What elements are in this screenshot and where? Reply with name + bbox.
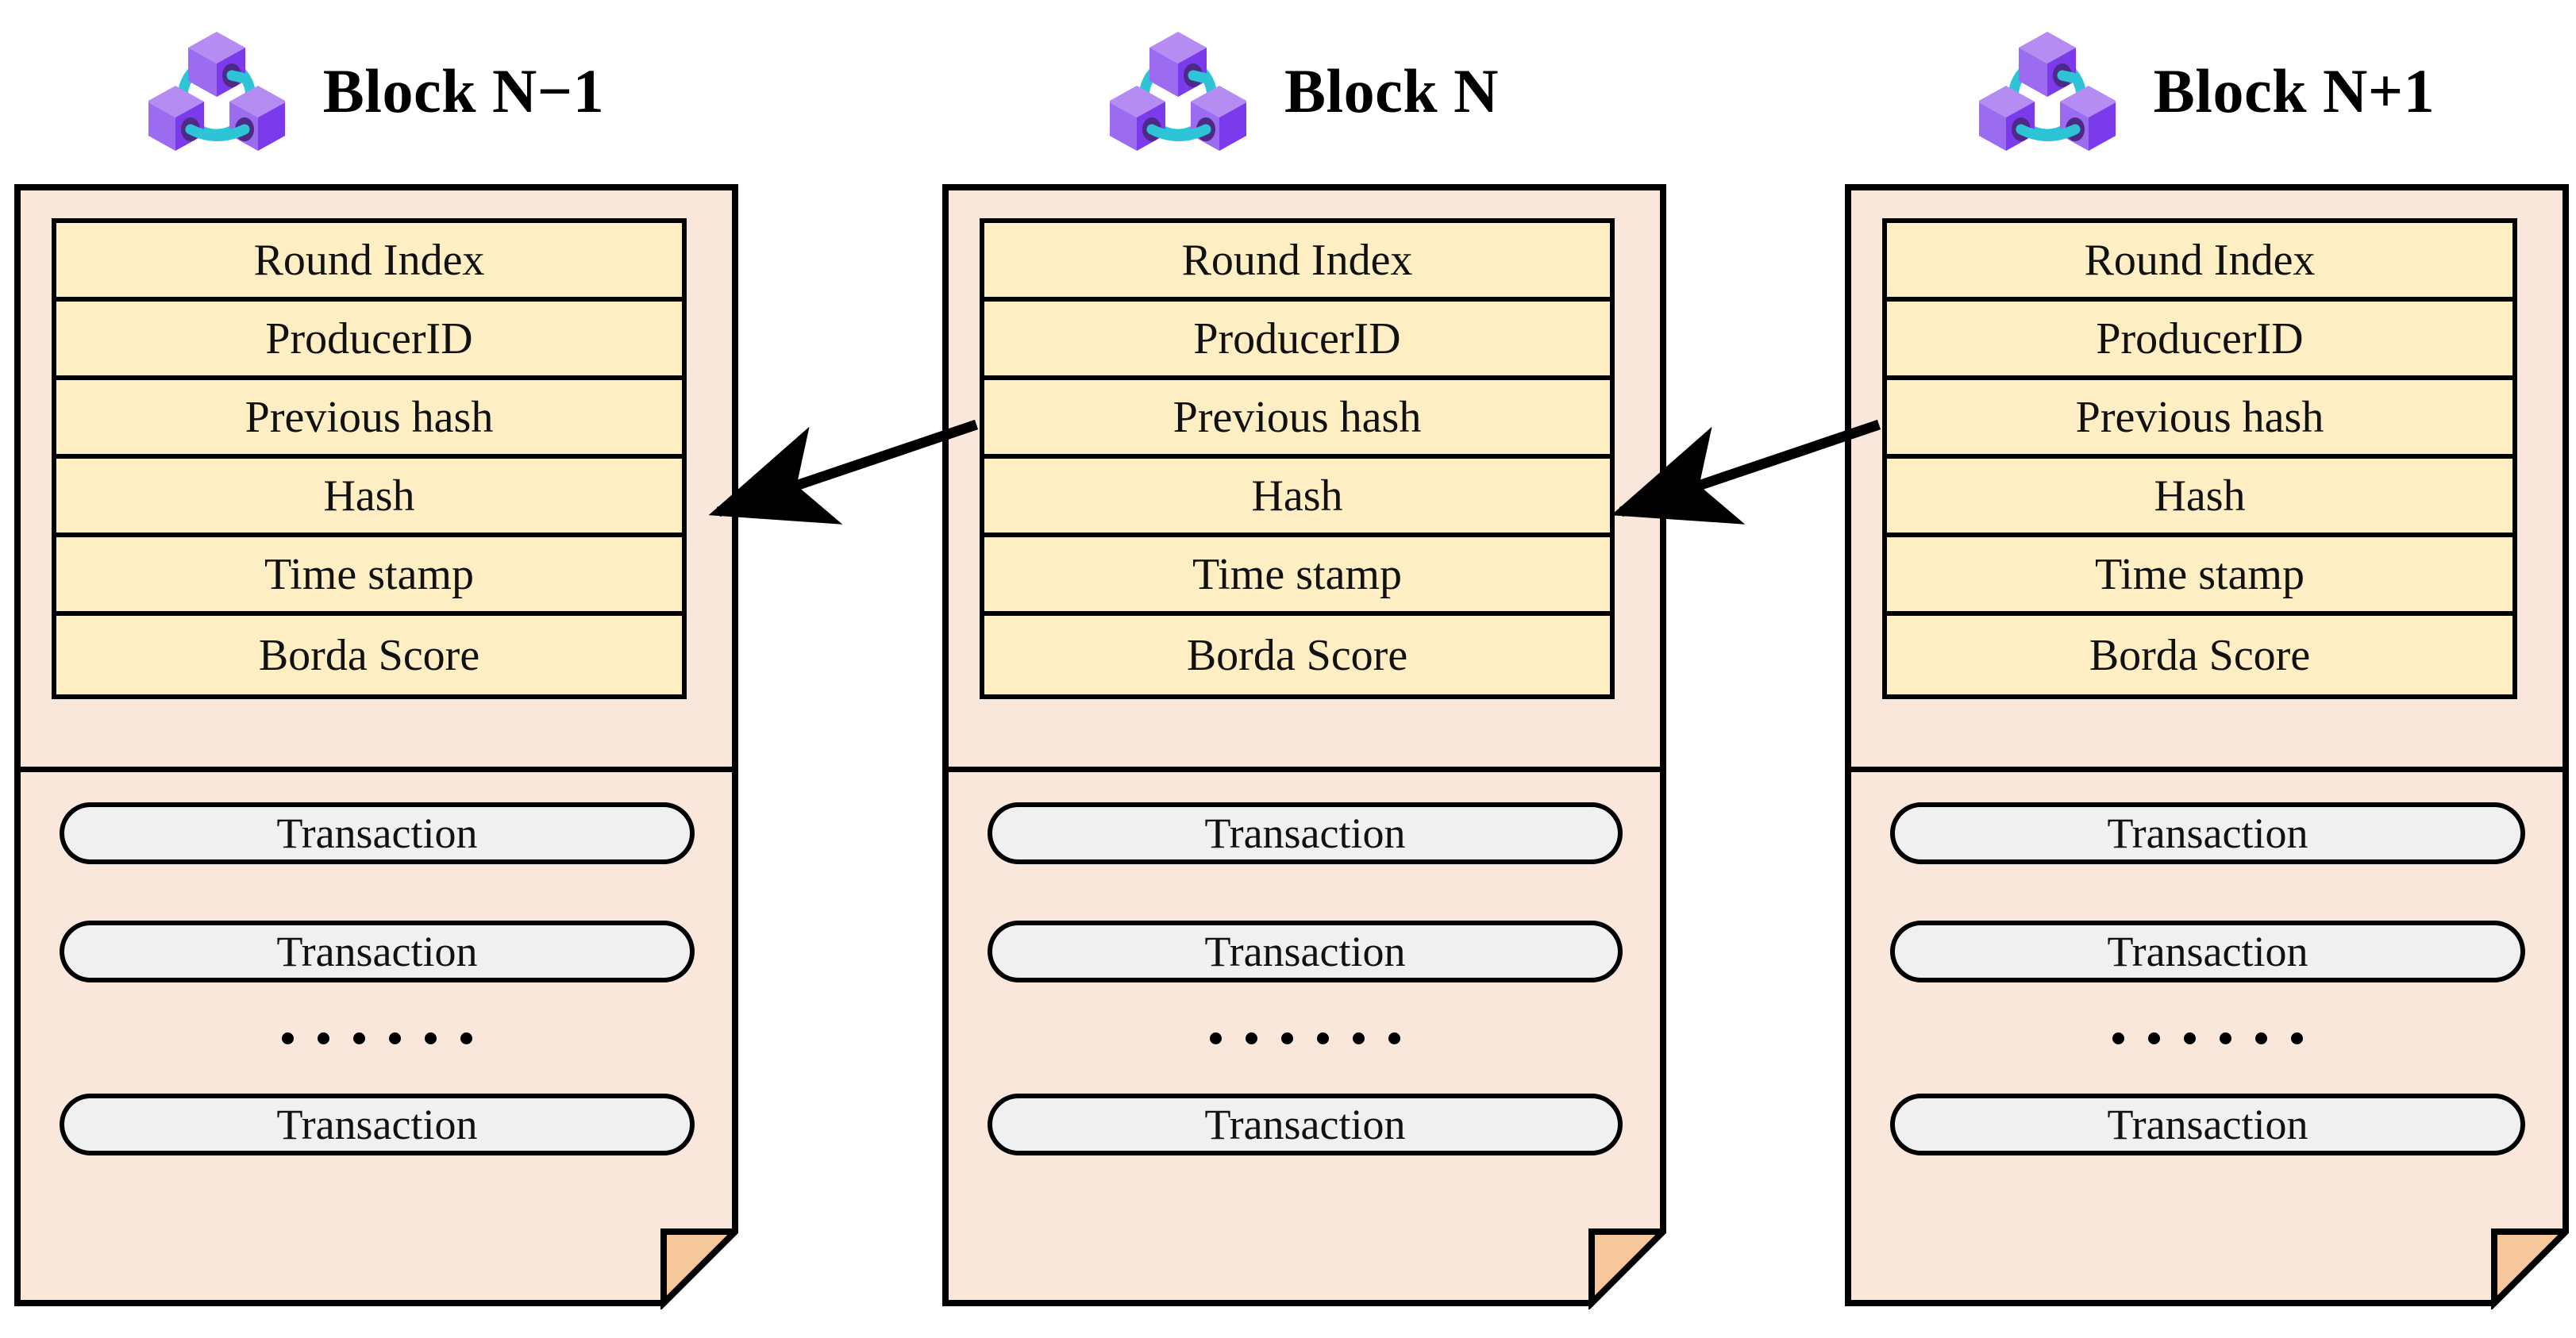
block-title: Block N−1	[322, 56, 605, 125]
field-time-stamp: Time stamp	[56, 537, 682, 616]
field-hash: Hash	[56, 459, 682, 537]
transaction-item: Transaction	[1890, 802, 2525, 864]
transaction-area: Transaction Transaction Transaction	[1845, 772, 2569, 1309]
arrow-n-to-n-minus-1	[708, 419, 979, 525]
header-transaction-divider	[942, 767, 1666, 772]
blockchain-cubes-logo-icon	[1109, 17, 1246, 154]
transaction-ellipsis	[60, 1014, 695, 1062]
field-hash: Hash	[1887, 459, 2512, 537]
block-column-n-plus-1: Block N+1 Round Index ProducerID Previou…	[1845, 0, 2569, 1338]
blockchain-cubes-logo-icon	[1978, 17, 2116, 154]
transaction-item: Transaction	[1890, 1094, 2525, 1155]
transaction-item: Transaction	[1890, 921, 2525, 982]
field-hash: Hash	[984, 459, 1610, 537]
header-transaction-divider	[1845, 767, 2569, 772]
block-header-n-plus-1: Block N+1	[1845, 6, 2569, 165]
block-header-n: Block N	[942, 6, 1666, 165]
block-header-n-minus-1: Block N−1	[14, 6, 738, 165]
field-round-index: Round Index	[1887, 223, 2512, 302]
field-producer-id: ProducerID	[56, 302, 682, 380]
block-header-fields-table: Round Index ProducerID Previous hash Has…	[52, 218, 687, 699]
field-borda-score: Borda Score	[984, 616, 1610, 694]
block-column-n-minus-1: Block N−1 Round Index ProducerID Previou…	[14, 0, 738, 1338]
field-round-index: Round Index	[56, 223, 682, 302]
field-producer-id: ProducerID	[1887, 302, 2512, 380]
transaction-area: Transaction Transaction Transaction	[14, 772, 738, 1309]
block-title: Block N+1	[2153, 56, 2435, 125]
transaction-item: Transaction	[60, 921, 695, 982]
transaction-item: Transaction	[988, 802, 1623, 864]
field-previous-hash: Previous hash	[1887, 380, 2512, 459]
field-borda-score: Borda Score	[56, 616, 682, 694]
field-previous-hash: Previous hash	[56, 380, 682, 459]
field-time-stamp: Time stamp	[1887, 537, 2512, 616]
transaction-ellipsis	[1890, 1014, 2525, 1062]
field-round-index: Round Index	[984, 223, 1610, 302]
block-column-n: Block N Round Index ProducerID Previous …	[942, 0, 1666, 1338]
transaction-item: Transaction	[988, 921, 1623, 982]
header-transaction-divider	[14, 767, 738, 772]
transaction-area: Transaction Transaction Transaction	[942, 772, 1666, 1309]
block-header-fields-table: Round Index ProducerID Previous hash Has…	[1882, 218, 2517, 699]
field-borda-score: Borda Score	[1887, 616, 2512, 694]
field-producer-id: ProducerID	[984, 302, 1610, 380]
field-time-stamp: Time stamp	[984, 537, 1610, 616]
block-header-fields-table: Round Index ProducerID Previous hash Has…	[980, 218, 1615, 699]
block-title: Block N	[1284, 56, 1500, 125]
field-previous-hash: Previous hash	[984, 380, 1610, 459]
blockchain-cubes-logo-icon	[148, 17, 285, 154]
transaction-item: Transaction	[988, 1094, 1623, 1155]
transaction-ellipsis	[988, 1014, 1623, 1062]
transaction-item: Transaction	[60, 802, 695, 864]
transaction-item: Transaction	[60, 1094, 695, 1155]
